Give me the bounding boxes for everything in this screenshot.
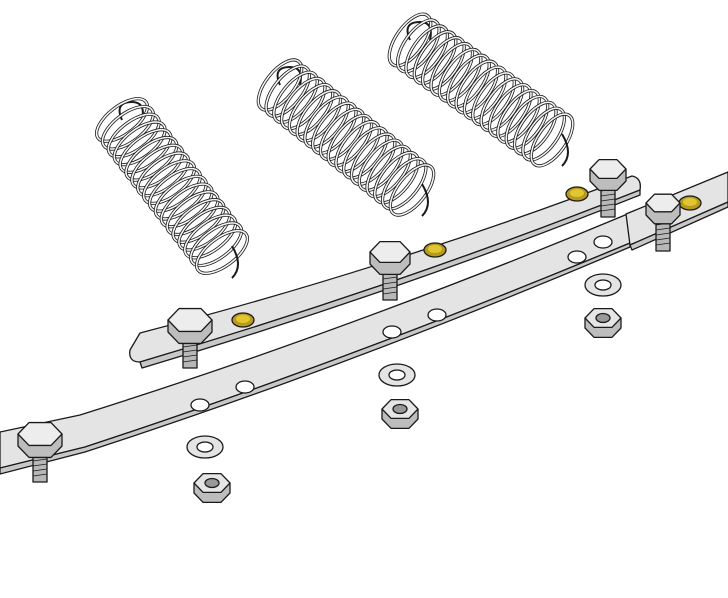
spring-end-hook bbox=[231, 245, 239, 279]
spring-coil bbox=[497, 89, 541, 144]
spring-coil bbox=[455, 60, 499, 114]
brass-rivet-top bbox=[428, 245, 442, 253]
spring-coil bbox=[430, 42, 474, 97]
spring-coil bbox=[358, 139, 404, 192]
spring-coil bbox=[421, 36, 465, 91]
washer-hole bbox=[388, 369, 406, 381]
spring-coil bbox=[265, 65, 311, 118]
bar-hole bbox=[427, 308, 447, 322]
bolt bbox=[589, 158, 627, 218]
spring-coil bbox=[480, 78, 524, 132]
spring-coil bbox=[522, 107, 566, 161]
spring-coil bbox=[381, 157, 427, 210]
spring-coil bbox=[396, 19, 440, 73]
spring-coil bbox=[342, 127, 388, 179]
nut bbox=[584, 307, 622, 339]
spring-coil bbox=[389, 164, 435, 216]
spring-coil bbox=[280, 77, 326, 130]
spring-coil bbox=[195, 229, 249, 275]
nut-hole bbox=[595, 312, 611, 324]
spring-coil bbox=[296, 90, 342, 142]
bolt-head-top bbox=[645, 193, 681, 213]
spring-coil bbox=[335, 120, 381, 173]
thread-line bbox=[382, 286, 398, 290]
bolt bbox=[645, 193, 681, 252]
thread-line bbox=[600, 208, 616, 212]
spring-coil bbox=[374, 151, 419, 204]
thread-line bbox=[182, 344, 198, 348]
spring-right bbox=[387, 12, 575, 168]
spring-coil bbox=[530, 113, 574, 167]
thread-line bbox=[655, 237, 671, 241]
spring-coil bbox=[463, 66, 507, 120]
spring-coil bbox=[413, 31, 457, 85]
bolt bbox=[17, 421, 63, 483]
brass-rivet-top bbox=[683, 198, 697, 206]
spring-coil bbox=[388, 13, 432, 67]
thread-line bbox=[32, 473, 48, 477]
spring-coil bbox=[505, 95, 549, 149]
spring-coil bbox=[273, 71, 318, 124]
spring-coil bbox=[350, 133, 396, 185]
bolt bbox=[369, 240, 411, 301]
spring-coil bbox=[488, 83, 532, 138]
thread-line bbox=[182, 359, 198, 363]
lower-bar bbox=[0, 212, 631, 469]
thread-line bbox=[600, 203, 616, 207]
thread-line bbox=[382, 291, 398, 295]
bar-hole bbox=[190, 398, 210, 412]
spring-coil bbox=[513, 101, 557, 155]
spring-coil bbox=[405, 25, 449, 79]
bolt-head-top bbox=[369, 240, 411, 264]
thread-line bbox=[600, 193, 616, 197]
thread-line bbox=[32, 468, 48, 472]
spring-hook bbox=[118, 101, 144, 121]
bar-hole bbox=[593, 235, 613, 249]
thread-line bbox=[382, 276, 398, 280]
bolt-head-top bbox=[589, 158, 627, 180]
spring-coil bbox=[304, 96, 350, 148]
thread-line bbox=[655, 242, 671, 246]
thread-line bbox=[655, 232, 671, 236]
spring-end-hook bbox=[421, 183, 429, 217]
bar-hole bbox=[382, 325, 402, 339]
thread-line bbox=[182, 349, 198, 353]
nut bbox=[193, 472, 231, 504]
bar-hole bbox=[567, 250, 587, 264]
spring-coil bbox=[311, 102, 357, 155]
thread-line bbox=[182, 354, 198, 358]
lower-bar-right-edge bbox=[629, 201, 728, 251]
bolt-head-top bbox=[167, 307, 213, 333]
brass-rivet-top bbox=[570, 189, 584, 197]
spring-coil bbox=[327, 114, 373, 167]
brass-rivet-top bbox=[236, 315, 250, 323]
thread-line bbox=[600, 198, 616, 202]
spring-coil bbox=[319, 108, 365, 161]
spring-coil bbox=[184, 214, 237, 259]
thread-line bbox=[382, 281, 398, 285]
spring-coil bbox=[288, 83, 334, 136]
bar-hole bbox=[235, 380, 255, 394]
spring-middle bbox=[256, 58, 436, 217]
spring-coil bbox=[446, 54, 490, 108]
washer-hole bbox=[196, 441, 214, 453]
bolt-head-top bbox=[17, 421, 63, 447]
spring-coil bbox=[438, 48, 482, 102]
spring-coil bbox=[366, 145, 412, 198]
washer-hole bbox=[594, 279, 612, 291]
nut-hole bbox=[204, 477, 220, 489]
spring-coil bbox=[189, 222, 243, 267]
spring-coil bbox=[257, 59, 303, 111]
thread-line bbox=[32, 458, 48, 462]
nut-hole bbox=[392, 403, 408, 415]
thread-line bbox=[32, 463, 48, 467]
nut bbox=[381, 398, 419, 430]
thread-line bbox=[655, 227, 671, 231]
spring-end-hook bbox=[561, 133, 569, 167]
bolt bbox=[167, 307, 213, 369]
spring-left bbox=[95, 97, 249, 279]
spring-coil bbox=[472, 72, 516, 126]
